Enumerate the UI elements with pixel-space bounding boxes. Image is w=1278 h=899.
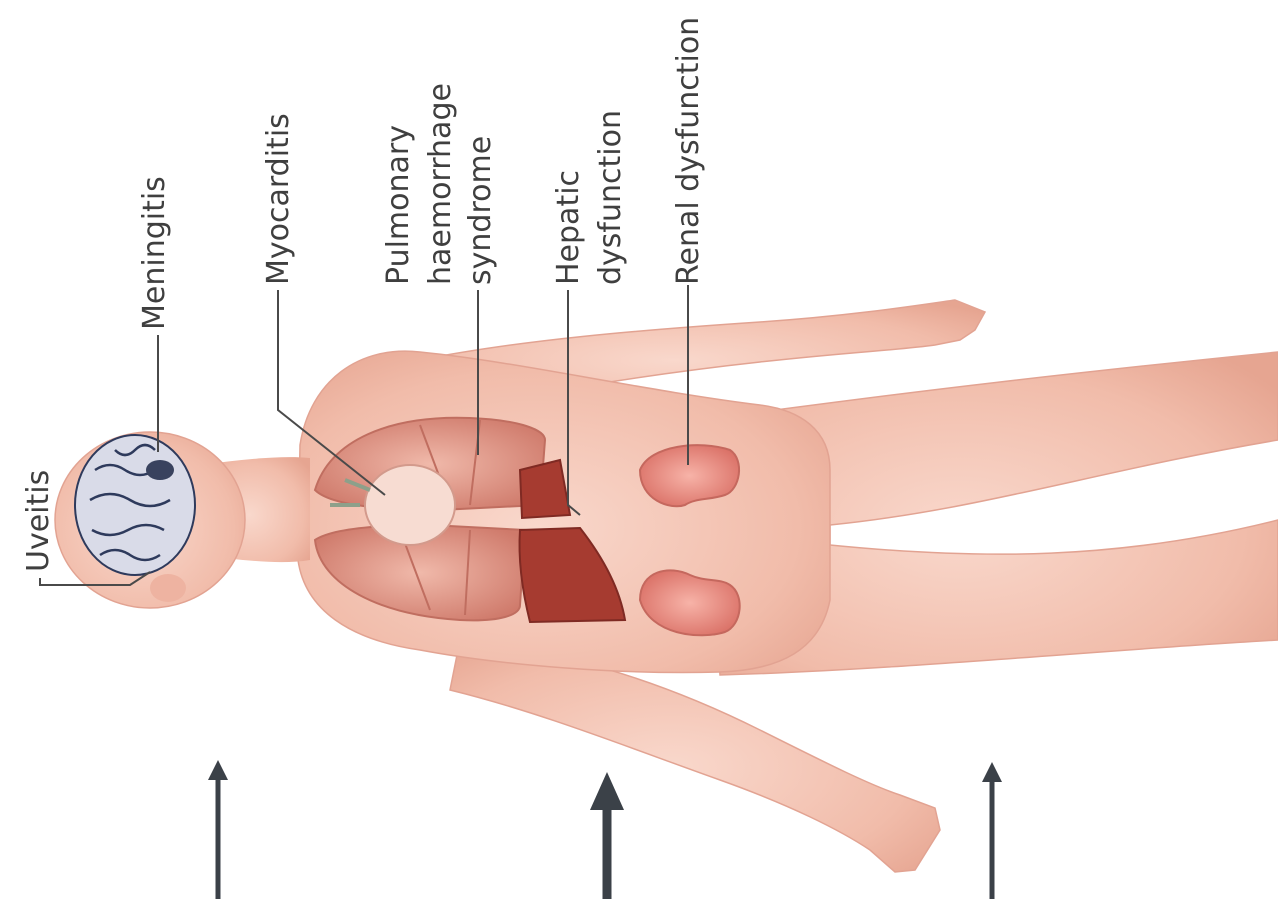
left-arm: [450, 640, 940, 872]
label-pulmonary-2: haemorrhage: [423, 83, 458, 285]
liver-lobe: [520, 460, 570, 518]
label-pulmonary-1: Pulmonary: [381, 125, 416, 285]
label-uveitis: Uveitis: [21, 470, 56, 572]
arrow-up-icon: [590, 772, 624, 899]
arrow-up-icon: [208, 760, 228, 899]
brain: [75, 435, 195, 575]
label-pulmonary-3: syndrome: [463, 136, 498, 285]
label-hepatic-2: dysfunction: [593, 110, 628, 285]
label-meningitis: Meningitis: [137, 176, 172, 330]
label-myocarditis: Myocarditis: [261, 113, 296, 285]
ear: [150, 574, 186, 602]
label-hepatic-1: Hepatic: [551, 170, 586, 285]
label-renal: Renal dysfunction: [671, 17, 706, 285]
arrow-up-icon: [982, 762, 1002, 899]
